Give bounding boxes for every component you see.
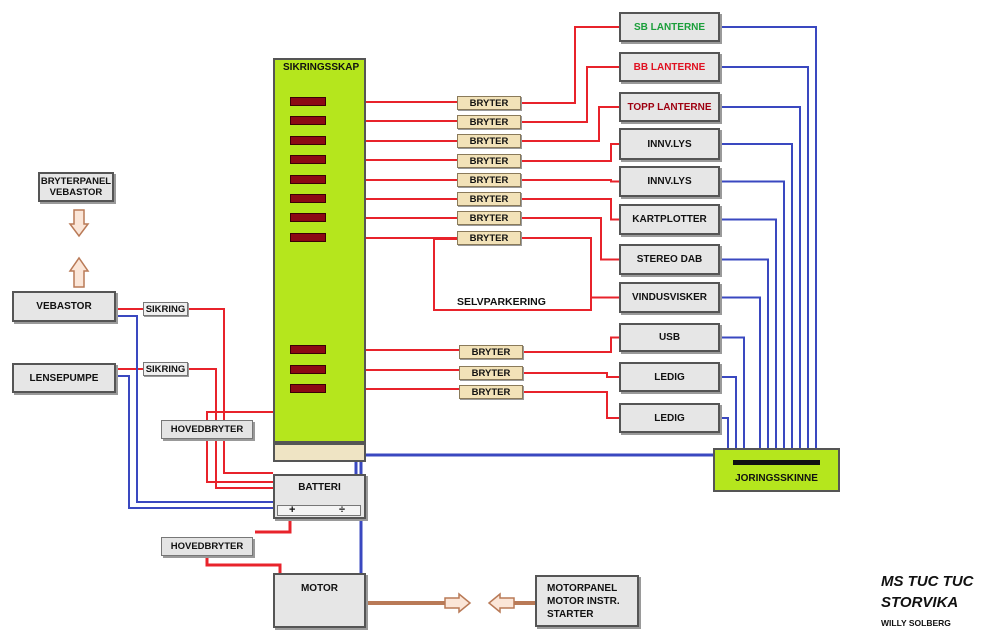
bryter-switch-11: BRYTER <box>459 385 523 399</box>
hovedbryter-upper: HOVEDBRYTER <box>161 420 253 439</box>
fuse-4 <box>290 155 326 164</box>
wire-ground-8 <box>720 296 761 461</box>
bryter-switch-3: BRYTER <box>457 134 521 148</box>
wire-ground-4 <box>720 143 793 461</box>
wire-battery-minus <box>346 453 713 518</box>
wire-ground-11 <box>720 417 729 461</box>
device-4: INNV.LYS <box>619 128 720 160</box>
batteri-plus-terminal: + <box>289 504 296 516</box>
wire-switch-to-device-3 <box>521 106 619 142</box>
selvparkering-label: SELVPARKERING <box>457 296 546 308</box>
bryter-switch-1: BRYTER <box>457 96 521 110</box>
wire-switch-to-device-1 <box>521 26 619 104</box>
joringsskinne-panel: JORINGSSKINNE <box>713 448 840 492</box>
device-6: KARTPLOTTER <box>619 204 720 235</box>
bryter-switch-8: BRYTER <box>457 231 521 245</box>
wire-switch-to-device-11 <box>523 391 619 419</box>
wire-battery-plus <box>255 516 292 534</box>
wire-switch-to-device-5 <box>521 179 619 183</box>
wire-ground-9 <box>720 336 745 461</box>
wire-lensepumpe-ground <box>116 375 273 509</box>
device-7: STEREO DAB <box>619 244 720 275</box>
bryter-switch-9: BRYTER <box>459 345 523 359</box>
wire-switch-to-device-7 <box>521 217 619 261</box>
wire-ground-7 <box>720 258 769 461</box>
batteri-minus-terminal: ÷ <box>339 504 346 516</box>
lensepumpe-box: LENSEPUMPE <box>12 363 116 393</box>
wire-ground-3 <box>720 106 801 461</box>
device-8: VINDUSVISKER <box>619 282 720 313</box>
fuse-7 <box>290 213 326 222</box>
device-9: USB <box>619 323 720 352</box>
fuse-3 <box>290 136 326 145</box>
bryterpanel-vebastor-box: BRYTERPANEL VEBASTOR <box>38 172 114 202</box>
wire-ground-5 <box>720 180 785 461</box>
wire-switch-to-device-8 <box>521 237 619 299</box>
wire-switch-to-device-4 <box>521 143 619 162</box>
motorpanel-box: MOTORPANEL MOTOR INSTR. STARTER <box>535 575 639 627</box>
device-2: BB LANTERNE <box>619 52 720 82</box>
batteri-terminal-strip <box>277 505 361 516</box>
sikring-vebastor: SIKRING <box>143 302 188 316</box>
hovedbryter-lower: HOVEDBRYTER <box>161 537 253 556</box>
fuse-11 <box>290 384 326 393</box>
arrow-left-icon <box>487 592 515 614</box>
bryter-switch-4: BRYTER <box>457 154 521 168</box>
motor-box: MOTOR <box>273 573 366 628</box>
wire-switch-to-device-6 <box>521 198 619 221</box>
fuse-5 <box>290 175 326 184</box>
bryter-switch-7: BRYTER <box>457 211 521 225</box>
brand-author: WILLY SOLBERG <box>881 618 951 628</box>
wire-sikring-vebastor <box>188 308 273 474</box>
arrow-right-icon <box>444 592 472 614</box>
arrow-up-icon <box>68 256 90 288</box>
wire-hovedbryter-motor <box>205 556 282 573</box>
wire-selvparkering <box>433 238 592 311</box>
fuse-1 <box>290 97 326 106</box>
wire-ground-6 <box>720 218 777 461</box>
wire-ground-1 <box>720 26 817 461</box>
sikring-lensepumpe: SIKRING <box>143 362 188 376</box>
brand-line1: MS TUC TUC <box>881 573 974 590</box>
fuse-8 <box>290 233 326 242</box>
vebastor-box: VEBASTOR <box>12 291 116 322</box>
wire-hovedbryter-battery <box>206 439 273 483</box>
wire-ground-10 <box>720 376 737 461</box>
bryter-switch-6: BRYTER <box>457 192 521 206</box>
wire-switch-to-device-2 <box>521 66 619 123</box>
device-1: SB LANTERNE <box>619 12 720 42</box>
device-11: LEDIG <box>619 403 720 433</box>
fuse-6 <box>290 194 326 203</box>
wire-switch-to-device-9 <box>523 336 619 353</box>
joringsskinne-bar <box>733 460 820 465</box>
bryter-switch-5: BRYTER <box>457 173 521 187</box>
wire-ground-2 <box>720 66 809 461</box>
device-5: INNV.LYS <box>619 166 720 197</box>
device-3: TOPP LANTERNE <box>619 92 720 122</box>
brand-line2: STORVIKA <box>881 594 959 611</box>
wire-vebastor-ground <box>116 315 273 503</box>
fuse-2 <box>290 116 326 125</box>
sikringsskap-base <box>273 443 366 462</box>
arrow-down-icon <box>68 209 90 238</box>
fuse-10 <box>290 365 326 374</box>
bryter-switch-2: BRYTER <box>457 115 521 129</box>
sikringsskap-label: SIKRINGSSKAP <box>283 62 360 73</box>
wire-switch-to-device-10 <box>523 372 619 378</box>
bryter-switch-10: BRYTER <box>459 366 523 380</box>
device-10: LEDIG <box>619 362 720 392</box>
fuse-9 <box>290 345 326 354</box>
